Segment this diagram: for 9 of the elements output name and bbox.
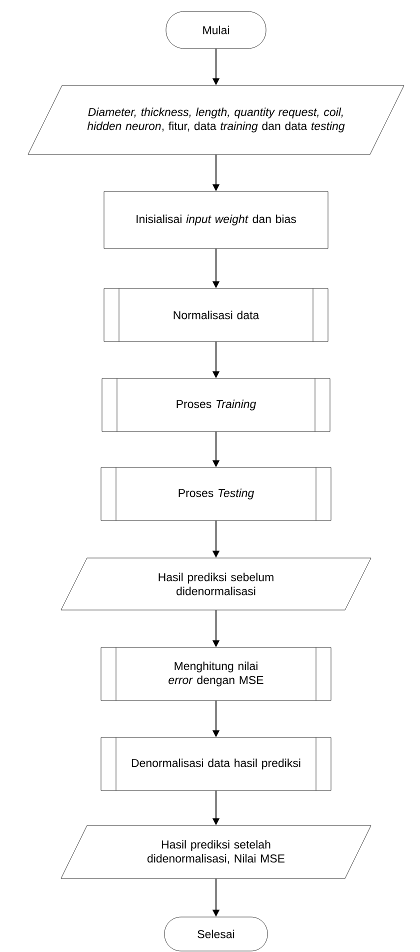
subprocess-box: Proses Testing xyxy=(100,467,332,521)
data-parallelogram: Hasil prediksi setelah didenormalisasi, Nilai MSE xyxy=(60,825,372,879)
subprocess-box: Denormalisasi data hasil prediksi xyxy=(100,737,332,791)
data-parallelogram: Diameter, thickness, length, quantity request, coil, hidden neuron, fitur, data training dan data testing xyxy=(28,85,404,155)
data-parallelogram: Hasil prediksi sebelum didenormalisasi xyxy=(60,558,372,610)
subprocess-box: Normalisasi data xyxy=(104,288,328,342)
subprocess-box: Proses Training xyxy=(102,378,330,432)
subprocess-box: Menghitung nilai error dengan MSE xyxy=(100,647,332,701)
process-box: Inisialisai input weight dan bias xyxy=(104,191,328,249)
